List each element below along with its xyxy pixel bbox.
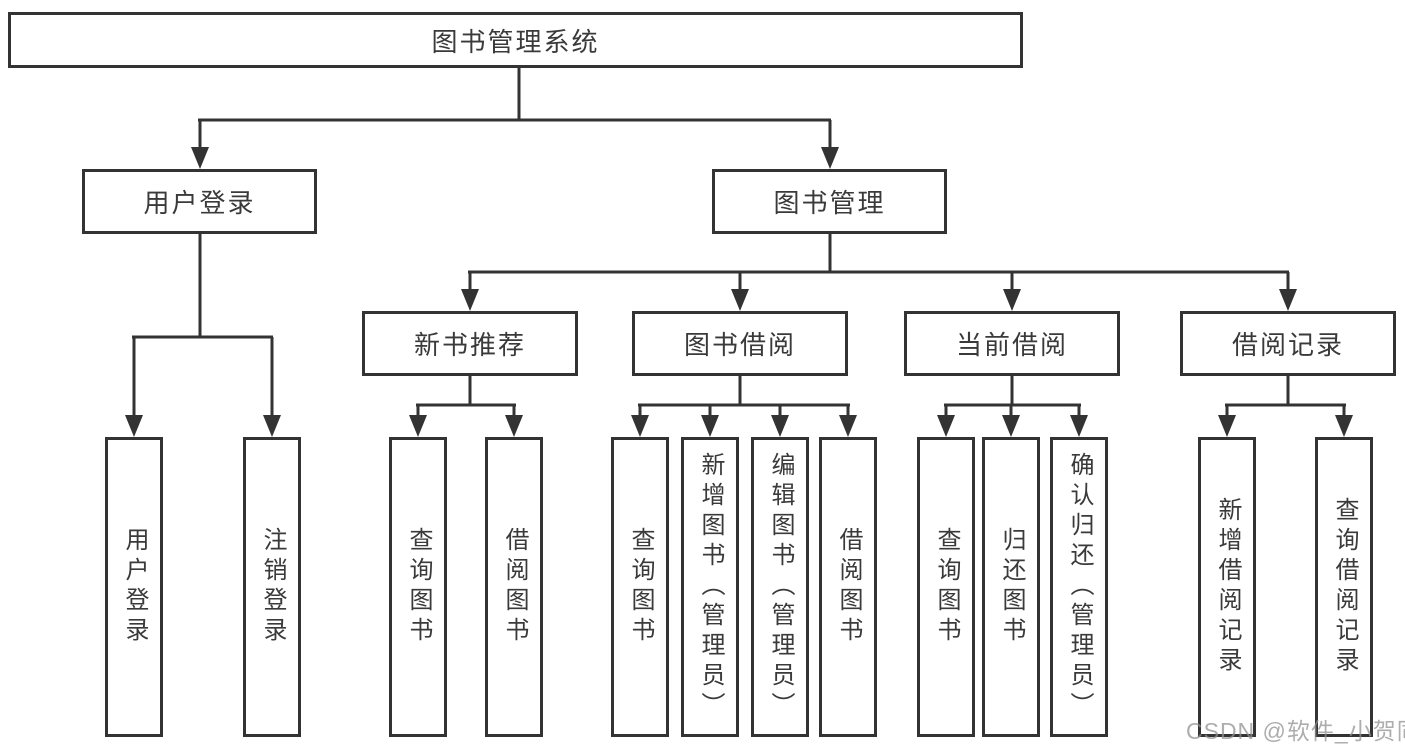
node-logout: 注销登录 xyxy=(243,437,301,737)
connector-book-borrowing-to-leaves xyxy=(638,376,850,417)
node-label: 查询图书 xyxy=(933,527,960,647)
arrowheads-level3 xyxy=(461,289,1297,311)
node-current-borrowing: 当前借阅 xyxy=(904,311,1120,376)
connector-root-to-level2 xyxy=(198,68,832,150)
node-query-books-recommendation: 查询图书 xyxy=(389,437,447,737)
node-label: 新增图书（管理员） xyxy=(697,452,724,722)
node-label: 确认归还（管理员） xyxy=(1066,452,1093,722)
node-confirm-return-admin: 确认归还（管理员） xyxy=(1050,437,1108,737)
node-add-borrow-record: 新增借阅记录 xyxy=(1198,437,1256,737)
connector-new-book-recommendation-to-leaves xyxy=(416,376,516,417)
arrowheads-level2 xyxy=(191,147,839,169)
node-edit-book-admin: 编辑图书（管理员） xyxy=(751,437,809,737)
arrowheads-book-borrowing xyxy=(631,415,857,437)
node-label: 查询图书 xyxy=(405,527,432,647)
node-label: 新书推荐 xyxy=(413,330,526,360)
node-label: 借阅图书 xyxy=(835,527,862,647)
node-label: 图书借阅 xyxy=(683,330,796,360)
node-label: 借阅记录 xyxy=(1231,330,1344,360)
node-borrow-books: 借阅图书 xyxy=(819,437,877,737)
node-label: 图书管理 xyxy=(773,188,886,218)
node-new-book-recommendation: 新书推荐 xyxy=(362,311,578,376)
node-label: 用户登录 xyxy=(121,527,148,647)
node-book-management: 图书管理 xyxy=(712,169,947,234)
node-label: 查询图书 xyxy=(627,527,654,647)
arrowheads-new-book-recommendation xyxy=(409,415,523,437)
node-label: 用户登录 xyxy=(143,188,256,218)
node-query-books-current: 查询图书 xyxy=(917,437,975,737)
node-library-management-system: 图书管理系统 xyxy=(8,12,1023,68)
node-label: 图书管理系统 xyxy=(431,26,600,57)
connector-borrowing-records-to-leaves xyxy=(1225,376,1346,417)
arrowheads-user-login-leaves xyxy=(125,415,281,437)
node-add-book-admin: 新增图书（管理员） xyxy=(681,437,739,737)
node-label: 编辑图书（管理员） xyxy=(767,452,794,722)
node-label: 注销登录 xyxy=(259,527,286,647)
node-query-books-borrowing: 查询图书 xyxy=(611,437,669,737)
node-user-login: 用户登录 xyxy=(82,169,317,234)
node-borrowing-records: 借阅记录 xyxy=(1180,311,1396,376)
node-user-login-leaf: 用户登录 xyxy=(105,437,163,737)
arrowheads-current-borrowing xyxy=(937,415,1088,437)
node-book-borrowing: 图书借阅 xyxy=(632,311,848,376)
connector-book-management-to-level3 xyxy=(468,234,1290,292)
node-label: 新增借阅记录 xyxy=(1214,497,1241,677)
node-label: 借阅图书 xyxy=(501,527,528,647)
node-label: 归还图书 xyxy=(998,527,1025,647)
node-return-books: 归还图书 xyxy=(982,437,1040,737)
node-label: 查询借阅记录 xyxy=(1331,497,1358,677)
csdn-watermark: CSDN @软件_小贺同学 xyxy=(1186,718,1405,744)
connector-user-login-to-leaves xyxy=(132,234,274,417)
node-label: 当前借阅 xyxy=(955,330,1068,360)
node-borrow-books-recommendation: 借阅图书 xyxy=(485,437,543,737)
arrowheads-borrowing-records xyxy=(1218,415,1353,437)
connector-current-borrowing-to-leaves xyxy=(944,376,1081,417)
node-query-borrow-record: 查询借阅记录 xyxy=(1315,437,1373,737)
